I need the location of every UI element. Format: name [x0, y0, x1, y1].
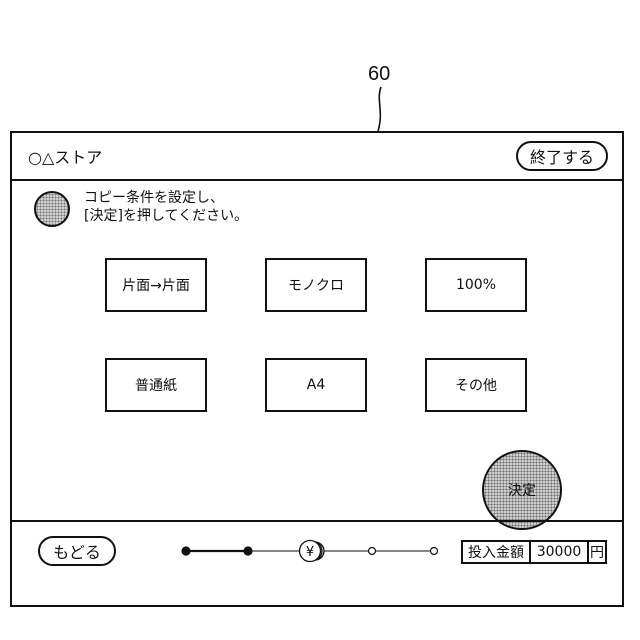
ref-number-60: 60 — [368, 64, 390, 84]
yen-coin-icon: ¥ — [300, 541, 325, 562]
finish-button[interactable]: 終了する — [516, 141, 608, 171]
svg-text:¥: ¥ — [306, 545, 314, 560]
inserted-amount-display: 投入金額 30000 円 — [461, 540, 607, 564]
progress-step-complete — [244, 547, 252, 555]
option-paper-type-button[interactable]: 普通紙 — [105, 358, 207, 412]
instruction-line-2: [決定]を押してください。 — [84, 209, 248, 223]
header-bar: ○△ストア 終了する — [12, 133, 622, 181]
decide-button[interactable]: 決定 — [482, 450, 562, 530]
progress-step-pending — [431, 548, 438, 555]
leader-60 — [378, 87, 381, 131]
progress-indicator: ¥ — [162, 534, 452, 568]
option-other-button[interactable]: その他 — [425, 358, 527, 412]
option-scale-button[interactable]: 100% — [425, 258, 527, 312]
option-color-mode-button[interactable]: モノクロ — [265, 258, 367, 312]
copy-settings-screen: ○△ストア 終了する コピー条件を設定し、 [決定]を押してください。 片面→片… — [10, 131, 624, 607]
instruction-line-1: コピー条件を設定し、 — [84, 191, 224, 205]
back-button[interactable]: もどる — [38, 536, 116, 566]
option-paper-size-button[interactable]: A4 — [265, 358, 367, 412]
option-duplex-button[interactable]: 片面→片面 — [105, 258, 207, 312]
amount-value: 30000 — [531, 542, 589, 562]
guide-icon — [34, 191, 70, 227]
footer-bar: もどる ¥ 投入金額 30000 円 — [12, 520, 622, 605]
store-name: ○△ストア — [28, 144, 102, 168]
amount-label: 投入金額 — [463, 542, 531, 562]
progress-step-complete — [182, 547, 190, 555]
progress-step-pending — [369, 548, 376, 555]
amount-unit: 円 — [589, 542, 605, 562]
